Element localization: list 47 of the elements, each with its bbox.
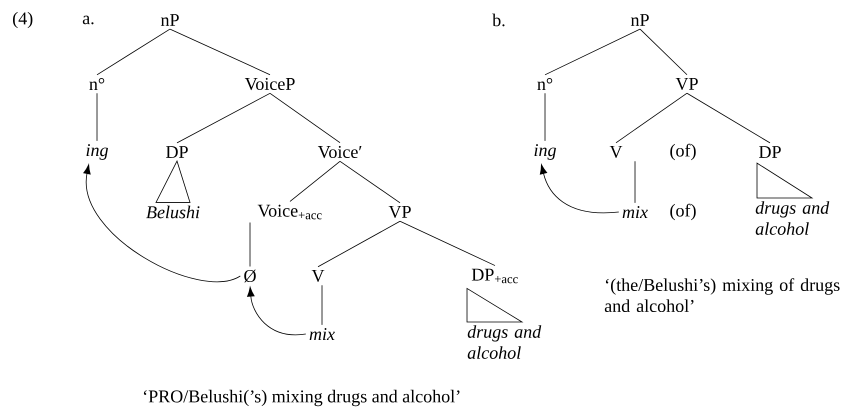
branch-line: [400, 220, 496, 266]
gloss: ‘PRO/Belushi(’s) mixing drugs and alcohol’: [144, 390, 460, 406]
branch-line: [96, 92, 98, 142]
item-letter: b.: [492, 14, 505, 26]
branch-line: [290, 160, 340, 202]
tree-label: DP: [759, 146, 781, 158]
tree-label: Belushi: [146, 206, 200, 218]
tree-label: Voice$_{+acc}$: [258, 204, 322, 220]
gloss: ‘(the/Belushi’s) mixing of drugs and alcohol’: [604, 278, 840, 312]
tree-label: drugs and alcohol: [756, 201, 830, 235]
tree-label: ing: [534, 144, 556, 160]
movement-arrow: [83, 164, 241, 282]
branch-line: [544, 92, 546, 142]
branch-line: [318, 220, 400, 268]
tree-label: VoiceP: [244, 78, 295, 90]
branch-line: [686, 92, 770, 144]
branch-line: [544, 28, 640, 76]
tree-label: V: [312, 270, 324, 282]
tree-label: DP: [166, 146, 188, 158]
tree-label: mix: [622, 206, 648, 218]
example-number: (4): [13, 12, 32, 28]
branch-line: [616, 92, 688, 144]
tree-label: mix: [310, 328, 335, 340]
tree-label: nP: [630, 14, 649, 26]
tree-label: nP: [160, 14, 179, 26]
tree-label: VP: [388, 206, 411, 218]
movement-arrow: [247, 286, 306, 336]
tree-label: n°: [89, 78, 104, 90]
tree-label: Voice′: [318, 146, 362, 158]
branch-line: [176, 92, 270, 144]
branch-line: [170, 28, 270, 76]
tree-label: drugs and alcohol: [468, 325, 542, 359]
tree-label: n°: [537, 78, 552, 90]
tree-label: V: [610, 146, 622, 158]
movement-arrow: [540, 164, 620, 214]
tree-label: Ø: [244, 270, 256, 282]
branch-line: [270, 92, 340, 144]
branch-line: [96, 28, 170, 76]
branch-line: [340, 160, 400, 204]
item-letter: a.: [82, 16, 94, 24]
tree-label: ing: [86, 144, 108, 160]
tree-label: VP: [676, 78, 698, 90]
branch-line: [640, 28, 688, 76]
tree-label: (of): [670, 144, 696, 160]
tree-label: (of): [670, 204, 696, 220]
branch-line: [634, 160, 636, 204]
tree-label: DP$_{+acc}$: [472, 268, 518, 284]
